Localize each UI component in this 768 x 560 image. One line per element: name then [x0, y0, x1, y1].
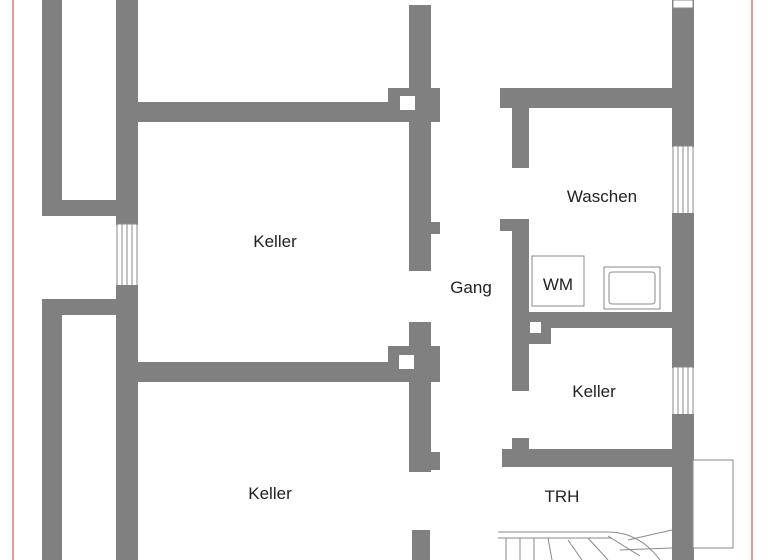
room-label-gang: Gang — [450, 278, 492, 297]
wall-h-middle — [136, 362, 436, 382]
wall-trh-stub — [512, 438, 529, 452]
wall-left-inner-bottom — [116, 285, 138, 560]
wall-h-keller-trh — [502, 449, 692, 467]
room-label-wm: WM — [543, 275, 573, 294]
wall-outer-left-bottom — [42, 299, 62, 560]
wall-waschen-left-cap — [500, 219, 529, 231]
wall-center-stub-b — [428, 452, 440, 470]
washing-machine — [531, 255, 585, 307]
wall-center-stub-a — [428, 222, 440, 234]
wall-outer-left-top — [42, 0, 62, 215]
room-label-keller-upper: Keller — [253, 232, 297, 251]
wall-waschen-left-main — [512, 219, 529, 391]
room-label-waschen: Waschen — [567, 187, 637, 206]
wall-outer-left-top-return — [42, 200, 122, 216]
wall-center-bottom — [412, 530, 430, 560]
wall-right-top — [500, 88, 690, 108]
wall-left-inner-top — [116, 0, 138, 225]
exterior-step — [692, 459, 734, 549]
wall-outer-right-bottom — [672, 414, 694, 560]
wall-h-upper — [136, 102, 436, 122]
wall-outer-right-mid — [672, 213, 694, 368]
room-label-trh: TRH — [545, 487, 580, 506]
staircase — [498, 529, 673, 560]
wall-center-mid — [409, 322, 431, 472]
room-label-keller-lower: Keller — [248, 484, 292, 503]
window-right-top — [672, 0, 694, 9]
wall-waschen-left-stub — [512, 104, 529, 168]
wall-outer-right-top — [672, 0, 694, 147]
wall-center-top — [409, 5, 431, 271]
room-label-keller-right: Keller — [572, 382, 616, 401]
sink-basin — [608, 271, 656, 305]
wall-h-waschen-keller — [527, 312, 677, 328]
